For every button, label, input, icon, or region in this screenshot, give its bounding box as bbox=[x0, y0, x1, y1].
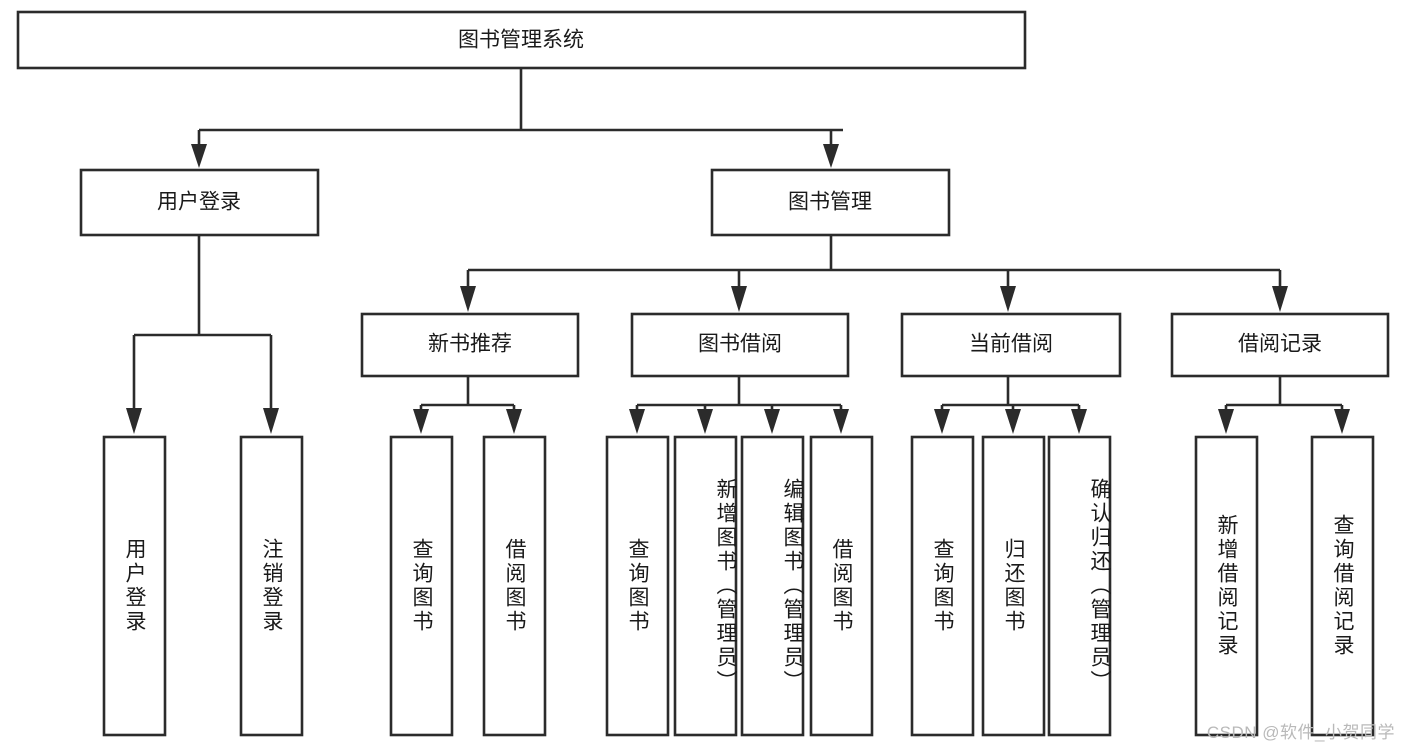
arrow-head-icon bbox=[1071, 409, 1087, 434]
connector-bookmgmt-to-level3 bbox=[460, 236, 1288, 312]
leaf-node-query-book-borrow[interactable] bbox=[605, 435, 670, 737]
node-new-book-recommend-label: 新书推荐 bbox=[428, 333, 512, 356]
node-current-borrow-label: 当前借阅 bbox=[969, 333, 1053, 356]
connector-bookborrow-to-leaves bbox=[629, 376, 849, 434]
connector-borrowrecord-to-leaves bbox=[1218, 376, 1350, 434]
arrow-head-icon bbox=[263, 408, 279, 434]
connector-root-to-level2 bbox=[191, 69, 843, 168]
leaf-node-borrow-book[interactable] bbox=[809, 435, 874, 737]
leaf-node-add-book-admin[interactable] bbox=[673, 435, 738, 737]
arrow-head-icon bbox=[1000, 286, 1016, 312]
arrow-head-icon bbox=[1272, 286, 1288, 312]
leaf-node-query-borrow-record[interactable] bbox=[1310, 435, 1375, 737]
leaf-node-confirm-return-admin[interactable] bbox=[1047, 435, 1112, 737]
node-book-management-label: 图书管理 bbox=[788, 191, 872, 214]
node-current-borrow[interactable]: 当前借阅 bbox=[900, 312, 1122, 378]
arrow-head-icon bbox=[764, 409, 780, 434]
arrow-head-icon bbox=[1334, 409, 1350, 434]
connector-userlogin-to-leaves bbox=[126, 236, 279, 434]
leaf-node-query-book-current[interactable] bbox=[910, 435, 975, 737]
arrow-head-icon bbox=[731, 286, 747, 312]
leaf-node-user-login[interactable] bbox=[102, 435, 167, 737]
arrow-head-icon bbox=[506, 409, 522, 434]
arrow-head-icon bbox=[1218, 409, 1234, 434]
arrow-head-icon bbox=[697, 409, 713, 434]
node-user-login-label: 用户登录 bbox=[157, 191, 241, 214]
node-book-management[interactable]: 图书管理 bbox=[710, 168, 951, 237]
arrow-head-icon bbox=[460, 286, 476, 312]
connector-currentborrow-to-leaves bbox=[934, 376, 1087, 434]
node-root[interactable]: 图书管理系统 bbox=[16, 10, 1027, 70]
node-root-label: 图书管理系统 bbox=[458, 29, 584, 52]
leaf-node-logout-login[interactable] bbox=[239, 435, 304, 737]
node-book-borrow-label: 图书借阅 bbox=[698, 333, 782, 356]
leaf-node-query-book-recommend[interactable] bbox=[389, 435, 454, 737]
node-user-login[interactable]: 用户登录 bbox=[79, 168, 320, 237]
leaf-node-edit-book-admin[interactable] bbox=[740, 435, 805, 737]
arrow-head-icon bbox=[833, 409, 849, 434]
node-borrow-record-label: 借阅记录 bbox=[1238, 333, 1322, 356]
arrow-head-icon bbox=[629, 409, 645, 434]
arrow-head-icon bbox=[191, 144, 207, 168]
leaf-node-return-book[interactable] bbox=[981, 435, 1046, 737]
node-book-borrow[interactable]: 图书借阅 bbox=[630, 312, 850, 378]
arrow-head-icon bbox=[823, 144, 839, 168]
leaf-node-add-borrow-record[interactable] bbox=[1194, 435, 1259, 737]
arrow-head-icon bbox=[413, 409, 429, 434]
leaf-node-borrow-book-recommend[interactable] bbox=[482, 435, 547, 737]
arrow-head-icon bbox=[1005, 409, 1021, 434]
arrow-head-icon bbox=[126, 408, 142, 434]
connector-newbook-to-leaves bbox=[413, 376, 522, 434]
node-borrow-record[interactable]: 借阅记录 bbox=[1170, 312, 1390, 378]
node-new-book-recommend[interactable]: 新书推荐 bbox=[360, 312, 580, 378]
arrow-head-icon bbox=[934, 409, 950, 434]
csdn-watermark: CSDN @软件_小贺同学 bbox=[1206, 723, 1395, 742]
